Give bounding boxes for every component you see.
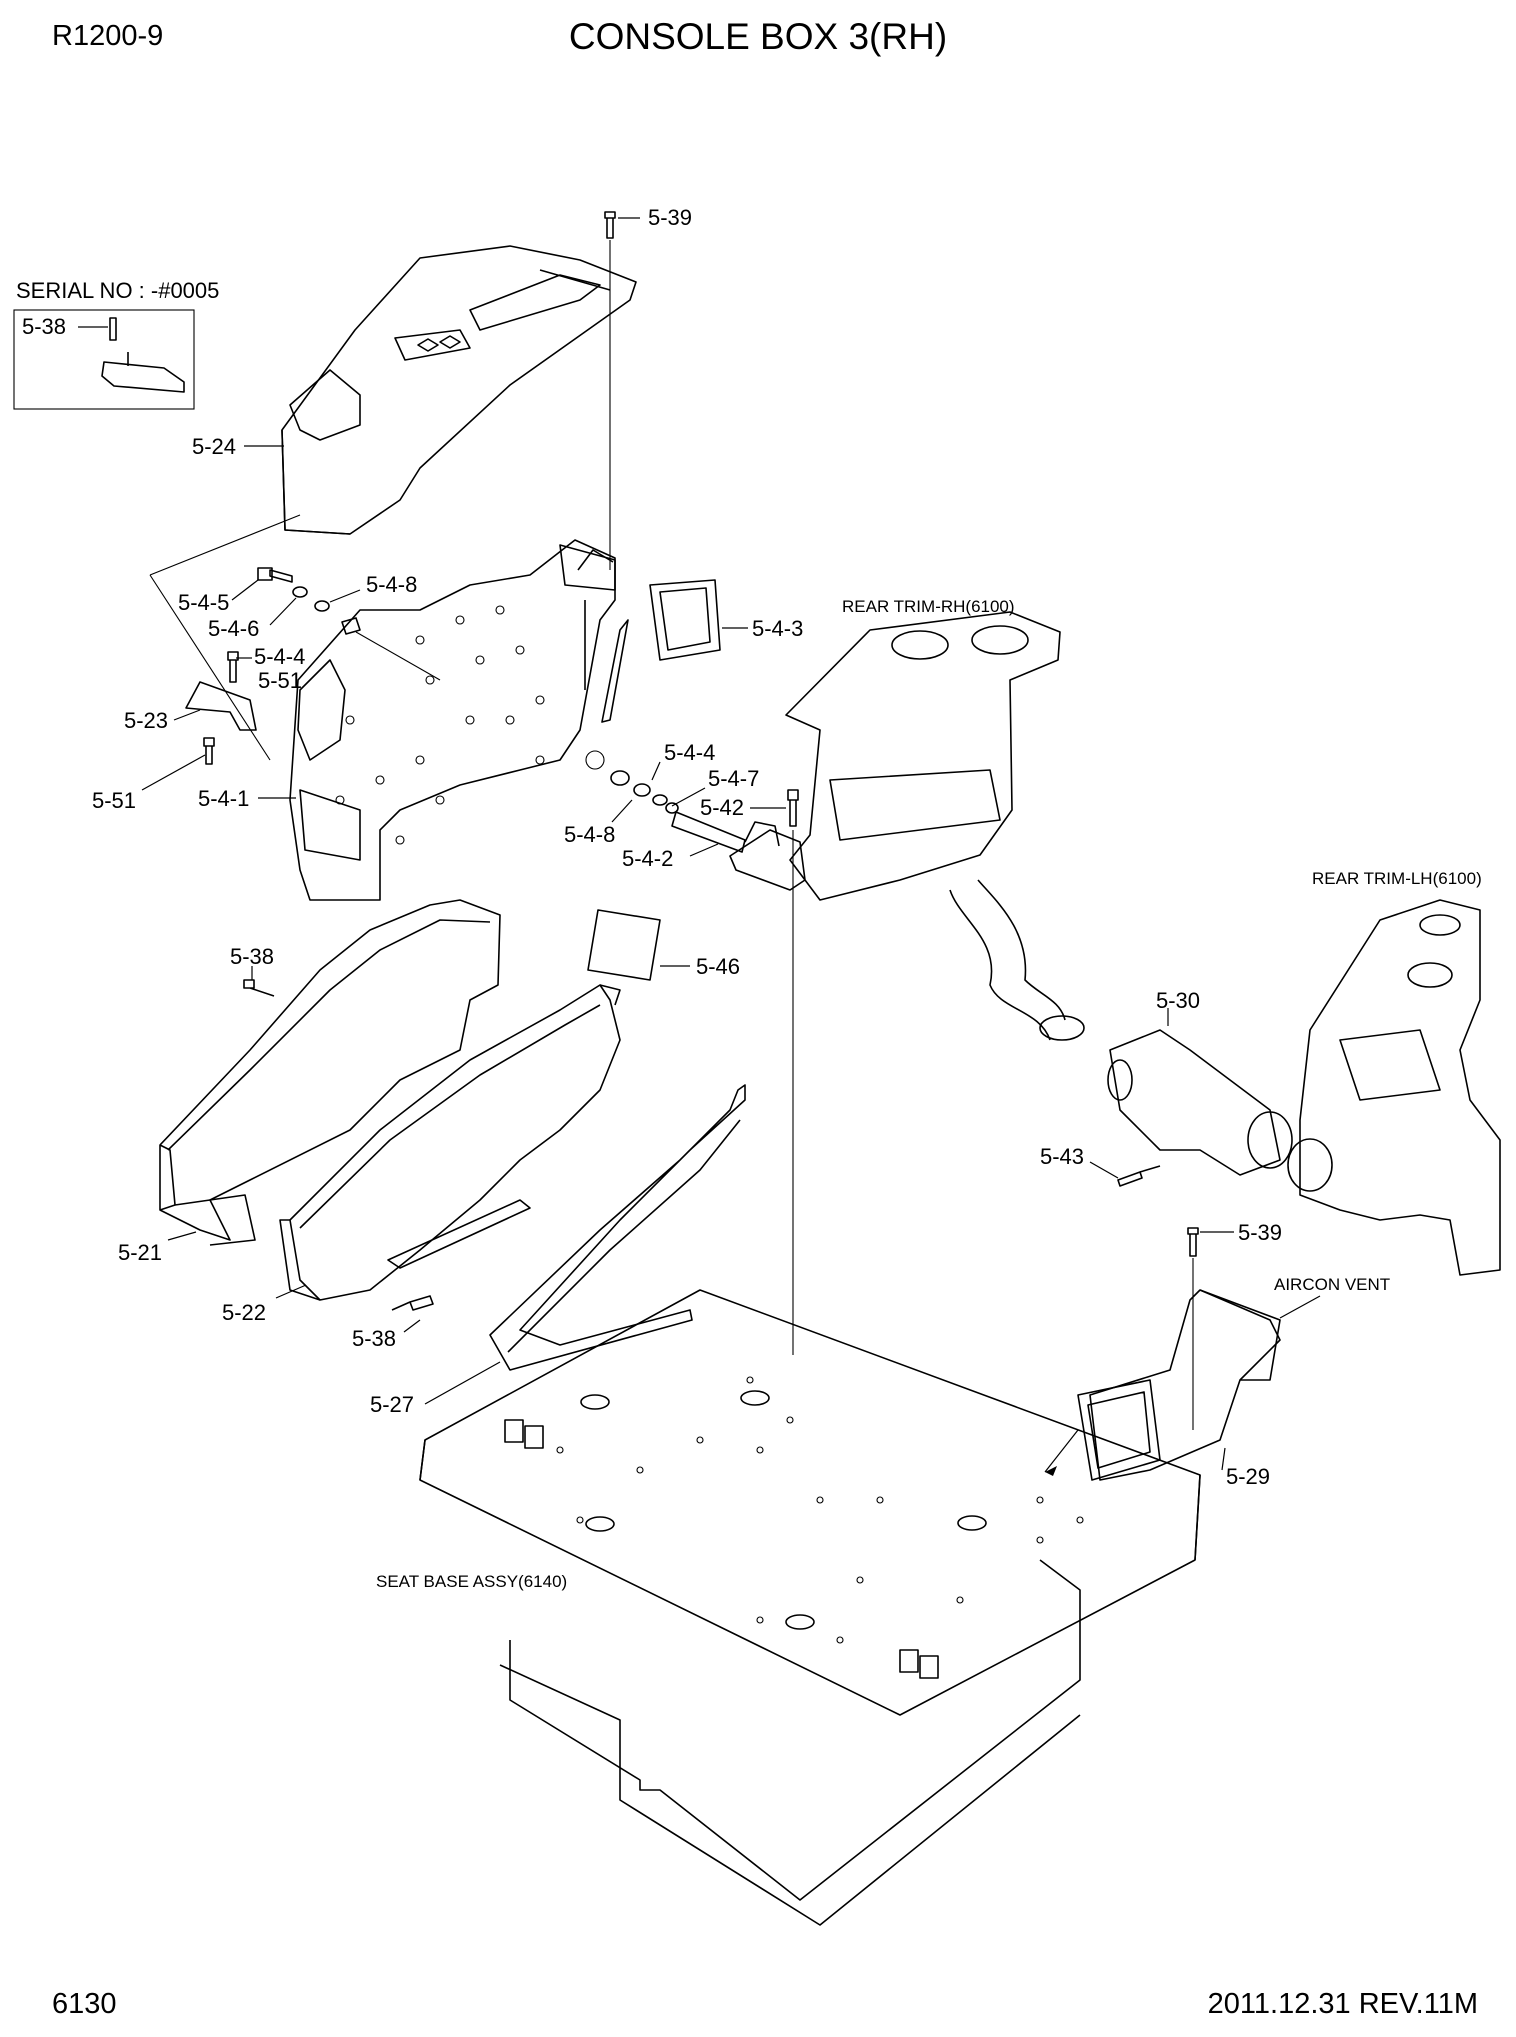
seal-strip-5-27: 5-27 — [370, 1084, 746, 1417]
label-5-27: 5-27 — [370, 1392, 414, 1417]
inset-bracket-icon — [101, 352, 185, 393]
label-5-51-top: 5-51 — [258, 668, 302, 693]
console-cover-5-24 — [281, 245, 637, 535]
label-5-4-2: 5-4-2 — [622, 846, 673, 871]
label-5-39-right: 5-39 — [1238, 1220, 1282, 1245]
aircon-vent-5-29: AIRCON VENT 5-29 — [1044, 1275, 1390, 1489]
bushing-5-4-8-top: 5-4-8 — [314, 572, 441, 681]
label-5-4-6: 5-4-6 — [208, 616, 259, 641]
label-5-4-4-mid: 5-4-4 — [664, 740, 715, 765]
label-5-4-4-top: 5-4-4 — [254, 644, 305, 669]
label-5-4-8-top: 5-4-8 — [366, 572, 417, 597]
rear-trim-lh: REAR TRIM-LH(6100) — [1287, 869, 1501, 1276]
seat-base-assy: SEAT BASE ASSY(6140) — [376, 1289, 1201, 1926]
label-5-38-left: 5-38 — [230, 944, 274, 969]
label-5-38-bottom: 5-38 — [352, 1326, 396, 1351]
duct-5-30: 5-30 — [1107, 988, 1293, 1176]
page-number: 6130 — [52, 1988, 117, 2020]
side-cover-5-22: 5-22 — [222, 984, 621, 1325]
serial-inset-box — [13, 309, 195, 410]
label-5-4-8-mid: 5-4-8 — [564, 822, 615, 847]
revision-date: 2011.12.31 REV.11M — [1207, 1988, 1478, 2020]
rear-trim-rh: REAR TRIM-RH(6100) — [785, 597, 1061, 901]
label-5-24: 5-24 — [192, 434, 236, 459]
washer-5-4-6: 5-4-6 — [208, 586, 308, 641]
label-5-4-5: 5-4-5 — [178, 590, 229, 615]
label-5-30: 5-30 — [1156, 988, 1200, 1013]
bolt-5-38-bottom: 5-38 — [352, 1295, 434, 1351]
bolt-5-38-left: 5-38 — [230, 944, 275, 997]
pin-assembly-5-4-2: 5-4-4 5-4-7 5-4-8 5-4-2 — [564, 740, 806, 891]
label-5-51-bottom: 5-51 — [92, 788, 136, 813]
label-5-38-inset: 5-38 — [22, 314, 66, 339]
label-5-4-1: 5-4-1 — [198, 786, 249, 811]
duct-hose — [949, 879, 1085, 1041]
serial-inset: SERIAL NO : -#0005 5-38 — [13, 278, 219, 410]
bracket-5-23: 5-23 — [124, 681, 257, 733]
label-5-23: 5-23 — [124, 708, 168, 733]
label-5-22: 5-22 — [222, 1300, 266, 1325]
note-rear-trim-rh: REAR TRIM-RH(6100) — [842, 597, 1015, 616]
note-seat-base: SEAT BASE ASSY(6140) — [376, 1572, 567, 1591]
fitting-5-42: 5-42 — [700, 789, 799, 1355]
label-5-46: 5-46 — [696, 954, 740, 979]
pad-5-46: 5-46 — [587, 909, 740, 981]
label-5-4-7: 5-4-7 — [708, 766, 759, 791]
nut-5-4-4-top: 5-4-4 — [236, 644, 305, 669]
gasket-5-4-3: 5-4-3 — [601, 579, 803, 723]
bolt-5-39-top: 5-39 — [604, 205, 692, 570]
serial-note-text: SERIAL NO : -#0005 — [16, 278, 219, 303]
bolt-5-43: 5-43 — [1040, 1144, 1161, 1187]
console-frame-5-4-1 — [289, 539, 616, 901]
bolt-5-39-right: 5-39 — [1187, 1220, 1282, 1430]
label-5-4-3: 5-4-3 — [752, 616, 803, 641]
side-cover-5-21: 5-21 — [118, 899, 501, 1265]
label-5-43: 5-43 — [1040, 1144, 1084, 1169]
model-number: R1200-9 — [52, 20, 164, 52]
inset-bolt-icon — [109, 317, 117, 341]
label-5-42: 5-42 — [700, 795, 744, 820]
label-5-39-top: 5-39 — [648, 205, 692, 230]
note-aircon-vent: AIRCON VENT — [1274, 1275, 1390, 1294]
bolt-5-51-bottom: 5-51 — [92, 737, 215, 813]
label-5-29: 5-29 — [1226, 1464, 1270, 1489]
hardware-5-4-5: 5-4-5 — [178, 567, 293, 615]
diagram-title: CONSOLE BOX 3(RH) — [568, 16, 948, 57]
note-rear-trim-lh: REAR TRIM-LH(6100) — [1312, 869, 1482, 888]
label-5-21: 5-21 — [118, 1240, 162, 1265]
bolt-5-51-top: 5-51 — [227, 651, 302, 693]
